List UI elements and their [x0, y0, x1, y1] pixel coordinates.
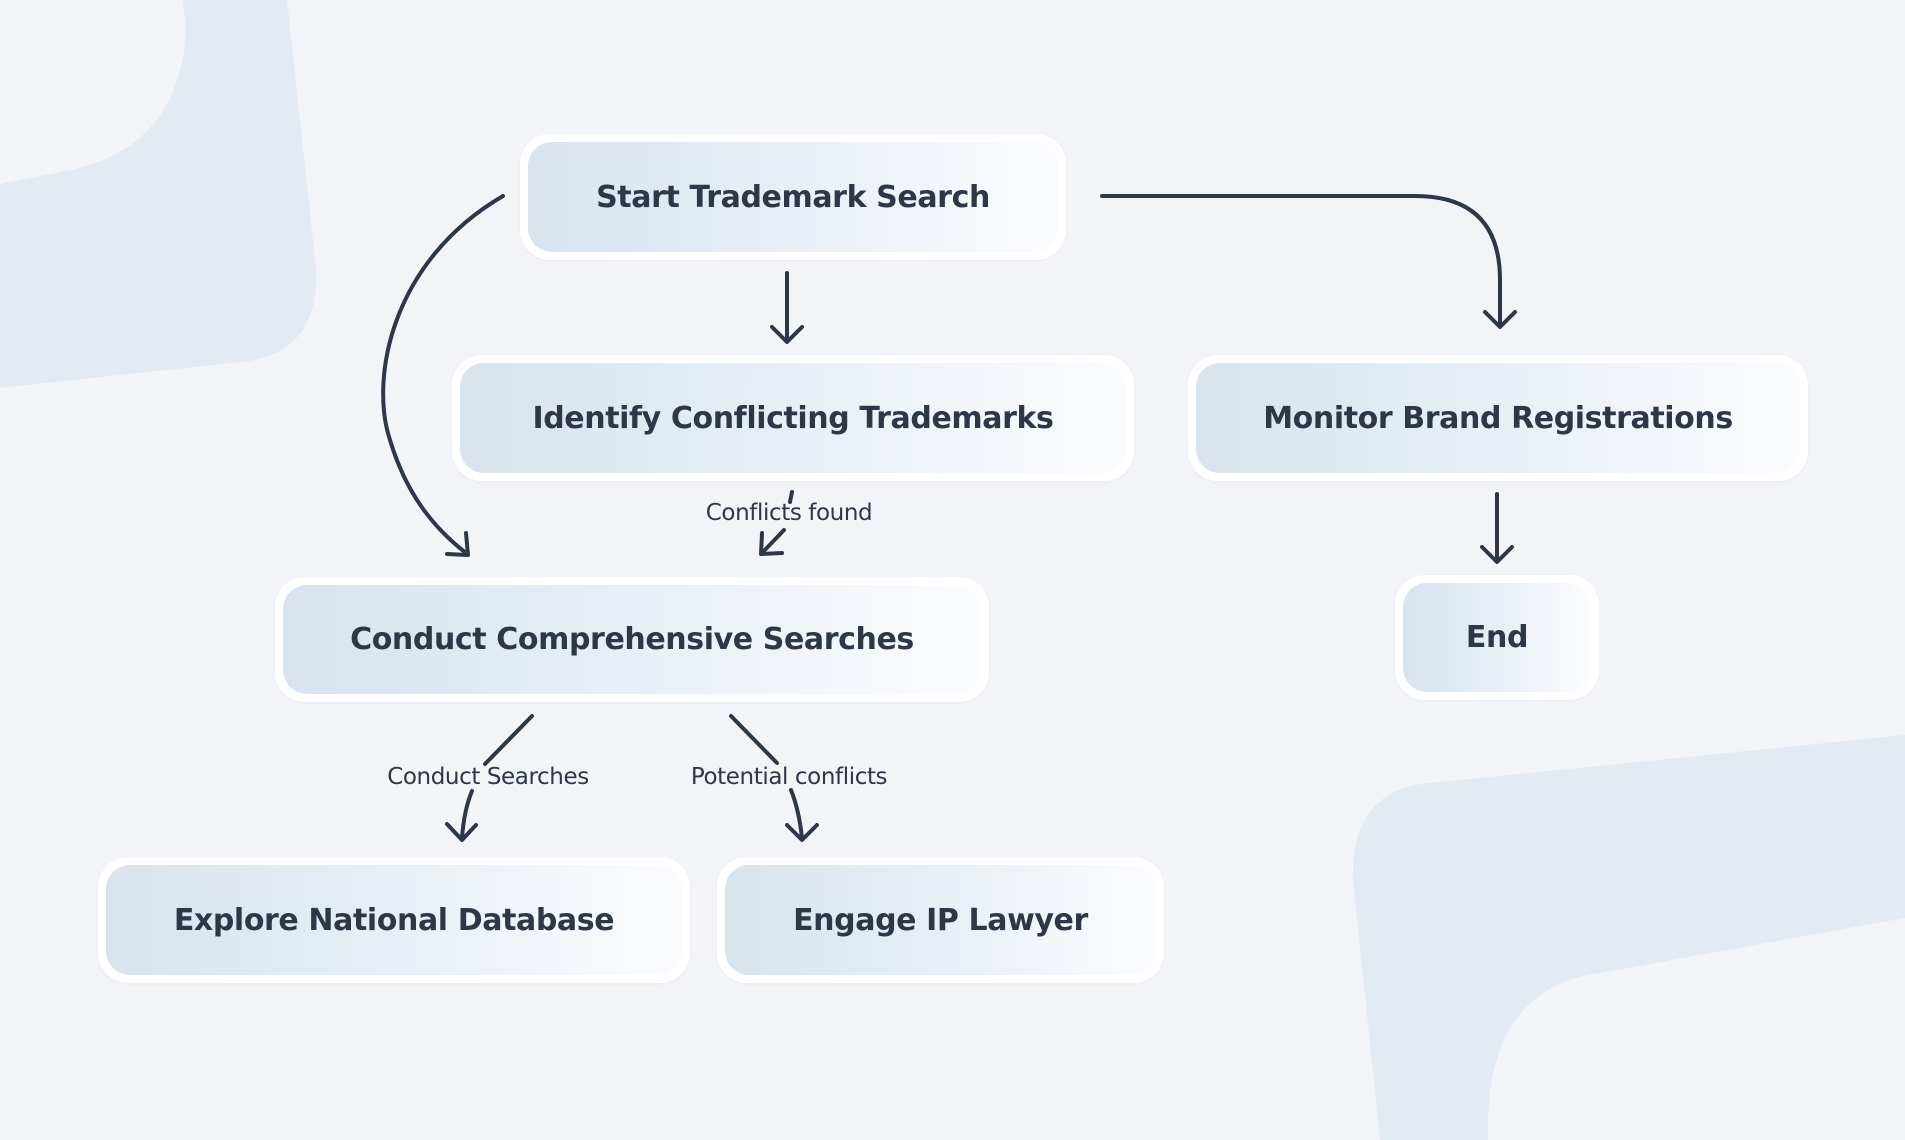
- node-body: Identify Conflicting Trademarks: [460, 363, 1126, 473]
- edge-conduct-engage: [729, 714, 819, 842]
- node-start-trademark-search[interactable]: Start Trademark Search: [520, 134, 1066, 260]
- node-body: Conduct Comprehensive Searches: [283, 585, 981, 694]
- node-label: Identify Conflicting Trademarks: [532, 400, 1054, 436]
- edge-line: [729, 714, 804, 840]
- node-label: Engage IP Lawyer: [793, 902, 1088, 938]
- node-body: Start Trademark Search: [528, 142, 1058, 252]
- edge-monitor-end: [1480, 492, 1514, 564]
- node-monitor-brand-registrations[interactable]: Monitor Brand Registrations: [1188, 355, 1808, 481]
- edge-start-monitor: [1100, 194, 1517, 329]
- arrowhead-icon: [759, 531, 784, 556]
- node-engage-ip-lawyer[interactable]: Engage IP Lawyer: [717, 857, 1164, 983]
- node-body: Monitor Brand Registrations: [1196, 363, 1800, 473]
- arrowhead-icon: [785, 823, 819, 842]
- edge-identify-conduct: [759, 490, 794, 556]
- edge-label-potential-conflicts: Potential conflicts: [690, 764, 888, 790]
- edge-label-conduct-searches: Conduct Searches: [387, 764, 589, 790]
- decor-shape-top-left: [0, 0, 317, 388]
- arrowhead-icon: [1483, 310, 1517, 329]
- arrowhead-icon: [445, 531, 470, 557]
- node-identify-conflicting-trademarks[interactable]: Identify Conflicting Trademarks: [452, 355, 1134, 481]
- node-explore-national-database[interactable]: Explore National Database: [98, 857, 690, 983]
- edge-line: [1100, 194, 1502, 328]
- arrowhead-icon: [770, 325, 804, 344]
- node-label: Start Trademark Search: [596, 179, 990, 215]
- node-label: Conduct Comprehensive Searches: [350, 622, 914, 657]
- node-body: Explore National Database: [106, 865, 682, 975]
- edge-label-conflicts-found: Conflicts found: [705, 500, 873, 526]
- arrowhead-icon: [1480, 545, 1514, 564]
- edge-start-conduct: [381, 194, 505, 557]
- node-end[interactable]: End: [1395, 575, 1599, 700]
- edge-conduct-explore: [445, 714, 534, 842]
- node-label: End: [1465, 620, 1529, 655]
- edge-line: [460, 714, 534, 840]
- decor-shape-bottom-right: [1352, 735, 1905, 1140]
- node-conduct-comprehensive-searches[interactable]: Conduct Comprehensive Searches: [275, 577, 989, 702]
- node-label: Explore National Database: [173, 902, 615, 938]
- node-body: End: [1403, 583, 1591, 692]
- edge-line: [381, 194, 505, 555]
- edge-start-identify: [770, 271, 804, 344]
- arrowhead-icon: [445, 822, 478, 842]
- node-label: Monitor Brand Registrations: [1263, 400, 1733, 436]
- edge-line: [760, 490, 794, 555]
- node-body: Engage IP Lawyer: [725, 865, 1156, 975]
